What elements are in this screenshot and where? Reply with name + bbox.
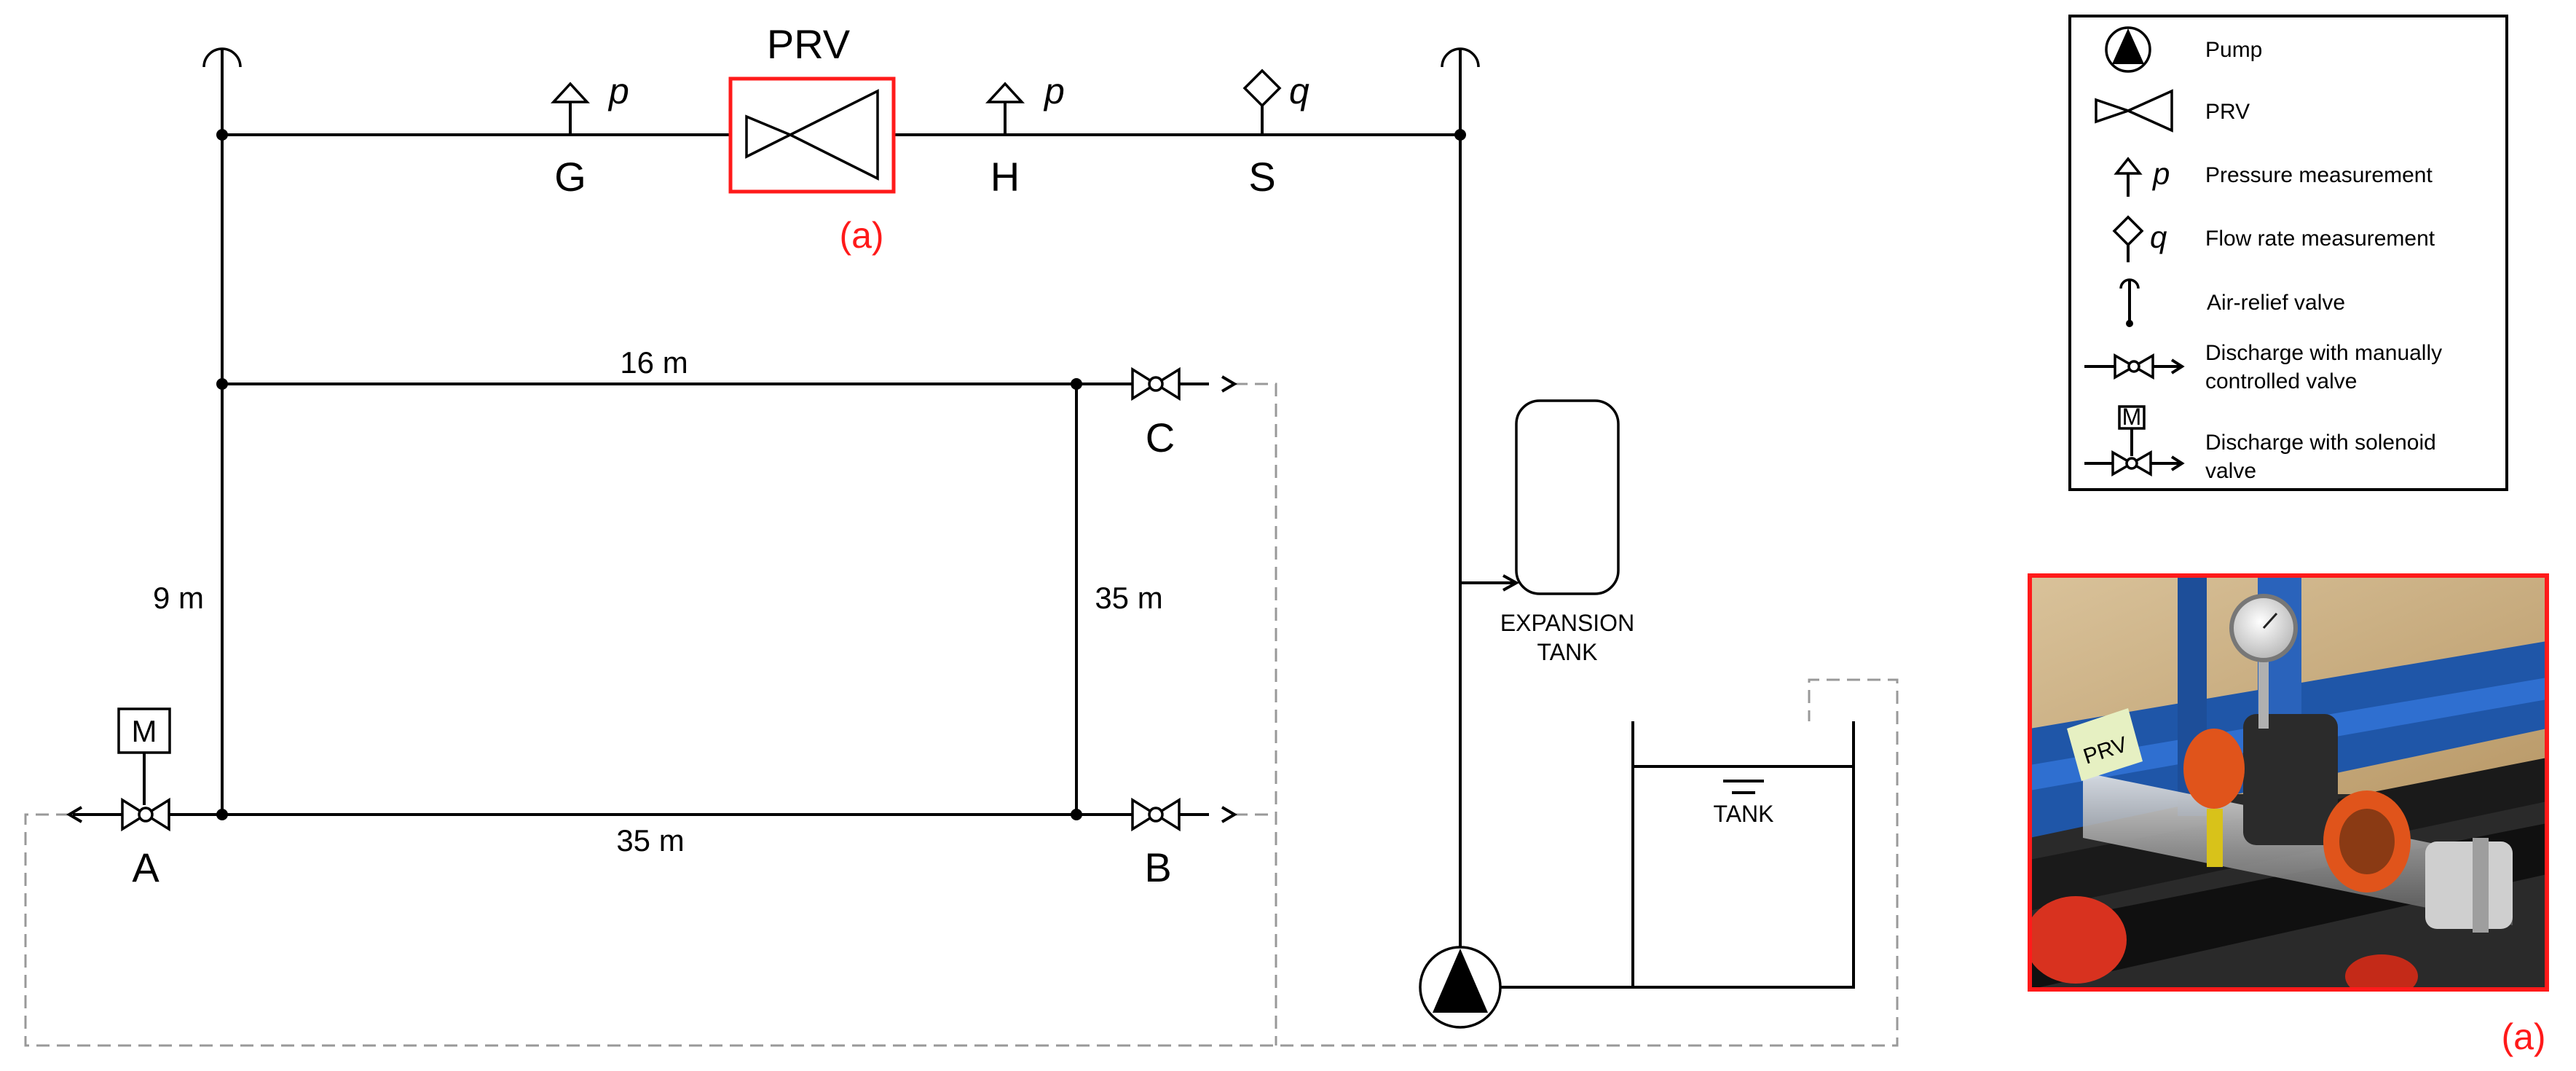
legend-pump-icon bbox=[2105, 26, 2151, 73]
junction-loop-bottom-left bbox=[216, 809, 228, 820]
motor-letter-a: M bbox=[132, 714, 157, 748]
length-label-top: 16 m bbox=[620, 345, 688, 380]
prv-photo: PRV (a) bbox=[2028, 573, 2549, 1057]
arrow-to-expansion-tank bbox=[1502, 574, 1520, 592]
air-relief-valve-right bbox=[1441, 47, 1480, 135]
return-lines bbox=[24, 382, 1899, 1047]
junction-loop-top-left bbox=[216, 378, 228, 390]
air-relief-valve-left bbox=[202, 47, 242, 135]
legend-pressure-letter: p bbox=[2151, 157, 2170, 191]
tank-label: TANK bbox=[1714, 801, 1774, 827]
legend-flow-icon bbox=[2112, 215, 2144, 262]
return-line-a bbox=[24, 678, 1899, 1047]
length-label-bottom: 35 m bbox=[616, 823, 684, 858]
legend-manual-label-line2: controlled valve bbox=[2205, 369, 2357, 393]
photo-frame bbox=[2028, 573, 2549, 992]
legend-solenoid-motor-letter: M bbox=[2122, 404, 2142, 430]
legend-flow-letter: q bbox=[2150, 220, 2167, 254]
legend-pressure-label: Pressure measurement bbox=[2205, 163, 2433, 187]
expansion-tank-label-line1: EXPANSION bbox=[1500, 610, 1634, 636]
junction-loop-bottom-right bbox=[1071, 809, 1082, 820]
legend-flow-label: Flow rate measurement bbox=[2205, 227, 2435, 251]
node-label-g: G bbox=[554, 154, 586, 200]
pipe-network bbox=[73, 133, 1633, 989]
length-label-left: 9 m bbox=[153, 581, 204, 615]
pump bbox=[1419, 946, 1502, 1029]
manual-valve-c bbox=[1131, 366, 1237, 401]
junction-loop-top-right bbox=[1071, 378, 1082, 390]
node-label-a: A bbox=[132, 844, 159, 890]
legend-prv-label: PRV bbox=[2205, 100, 2250, 124]
legend-pressure-icon bbox=[2114, 157, 2143, 197]
length-label-right: 35 m bbox=[1095, 581, 1162, 615]
prv-title: PRV bbox=[767, 21, 851, 67]
pressure-letter-h: p bbox=[1043, 71, 1065, 111]
legend-solenoid-label-line1: Discharge with solenoid bbox=[2205, 431, 2436, 455]
prv-symbol bbox=[745, 89, 879, 181]
prv-callout-label: (a) bbox=[839, 215, 883, 256]
expansion-tank-label-line2: TANK bbox=[1537, 639, 1598, 665]
pressure-letter-g: p bbox=[607, 71, 629, 111]
tank bbox=[1631, 721, 1855, 989]
node-label-c: C bbox=[1146, 415, 1175, 460]
solenoid-valve-a bbox=[66, 707, 171, 832]
flow-letter-s: q bbox=[1289, 71, 1309, 111]
expansion-tank bbox=[1515, 399, 1620, 595]
return-line-c bbox=[1234, 382, 1277, 1046]
legend-air-relief-icon bbox=[2119, 278, 2140, 327]
node-label-b: B bbox=[1144, 844, 1171, 890]
legend-manual-valve-icon bbox=[2084, 353, 2185, 380]
manual-valve-b bbox=[1131, 797, 1237, 832]
legend-solenoid-valve-icon bbox=[2084, 405, 2185, 477]
pressure-sensor-h bbox=[985, 82, 1025, 135]
node-label-h: H bbox=[990, 154, 1020, 200]
node-label-s: S bbox=[1248, 154, 1275, 200]
legend-manual-label-line1: Discharge with manually bbox=[2205, 341, 2442, 365]
legend-air-relief-label: Air-relief valve bbox=[2207, 291, 2345, 315]
legend-solenoid-label-line2: valve bbox=[2205, 459, 2256, 483]
legend-pump-label: Pump bbox=[2205, 38, 2262, 62]
legend: Pump PRV p Pressure measurement q Flow r… bbox=[2068, 15, 2508, 491]
flow-sensor-s bbox=[1242, 68, 1282, 135]
legend-prv-icon bbox=[2095, 89, 2173, 133]
pressure-sensor-g bbox=[551, 82, 590, 135]
photo-caption: (a) bbox=[2501, 1016, 2545, 1057]
